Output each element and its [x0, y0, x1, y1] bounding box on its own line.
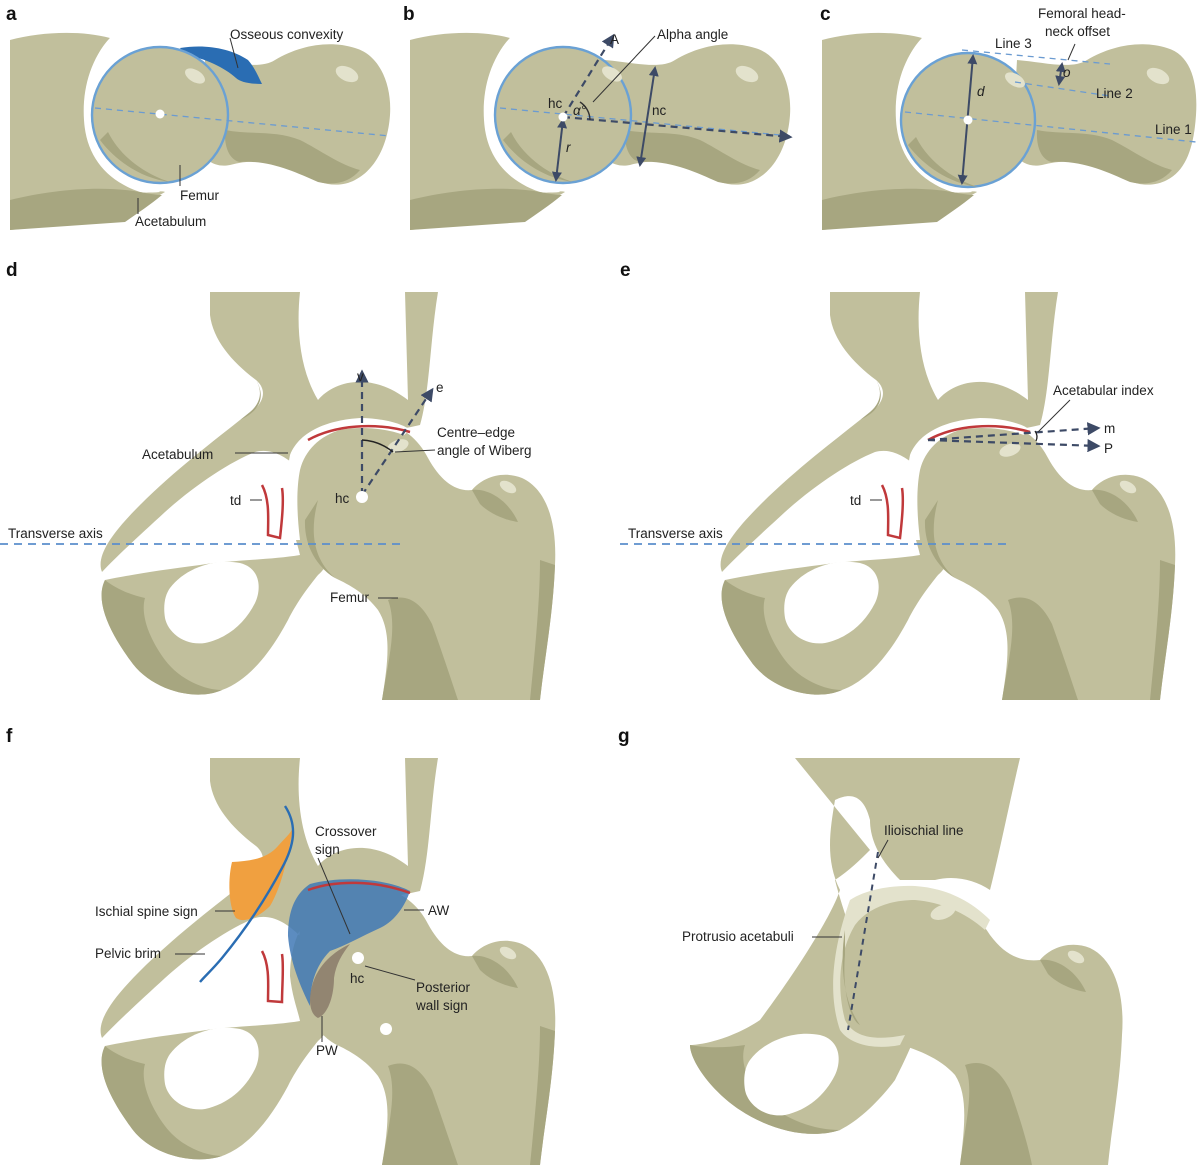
panel-f: f Crossover sign AW Ischial spine sign P… [6, 726, 556, 1165]
panel-g: g Ilioischial line Protrusio acetabuli [618, 726, 1123, 1165]
label-posterior-1: Posterior [416, 980, 471, 995]
label-alpha-angle: Alpha angle [657, 27, 728, 42]
label-line1: Line 1 [1155, 122, 1192, 137]
label-acetabular-index: Acetabular index [1053, 383, 1154, 398]
label-ce-1: Centre–edge [437, 425, 515, 440]
label-posterior-2: wall sign [415, 998, 468, 1013]
label-ilioischial: Ilioischial line [884, 823, 964, 838]
label-hc-b: hc [548, 96, 563, 111]
label-crossover-2: sign [315, 842, 340, 857]
panel-label-d: d [6, 260, 18, 281]
label-o: o [1063, 65, 1071, 80]
panel-e: e Acetabular index m P td Transverse axi… [620, 260, 1176, 700]
panel-label-e: e [620, 260, 631, 281]
label-acetabulum-d: Acetabulum [142, 447, 213, 462]
label-line2: Line 2 [1096, 86, 1133, 101]
label-femur-d: Femur [330, 590, 370, 605]
panel-label-a: a [6, 4, 17, 25]
label-acetabulum-a: Acetabulum [135, 214, 206, 229]
label-td-e: td [850, 493, 861, 508]
label-hc-f: hc [350, 971, 365, 986]
label-transverse-axis-e: Transverse axis [628, 526, 723, 541]
label-femur-a: Femur [180, 188, 220, 203]
label-P: P [1104, 441, 1113, 456]
panel-c: c Femoral head- neck offset Line 3 Line … [820, 4, 1197, 231]
label-r: r [566, 140, 571, 155]
label-e: e [436, 380, 444, 395]
label-alpha: α° [573, 103, 587, 118]
label-crossover-1: Crossover [315, 824, 377, 839]
panel-label-b: b [403, 4, 415, 25]
label-td-d: td [230, 493, 241, 508]
panel-d: d v e Acetabulum Centre–edge angle of Wi… [0, 260, 556, 700]
panel-label-f: f [6, 726, 13, 747]
label-AW: AW [428, 903, 450, 918]
label-v: v [357, 369, 364, 384]
label-ischial-spine: Ischial spine sign [95, 904, 198, 919]
label-hc-d: hc [335, 491, 350, 506]
label-ce-2: angle of Wiberg [437, 443, 532, 458]
label-transverse-axis-d: Transverse axis [8, 526, 103, 541]
label-m: m [1104, 421, 1115, 436]
label-osseous-convexity: Osseous convexity [230, 27, 344, 42]
panel-a: a Osseous convexity Femur Acetabulum [6, 4, 391, 231]
panel-label-c: c [820, 4, 831, 25]
label-protrusio: Protrusio acetabuli [682, 929, 794, 944]
panel-b: b A Alpha angle hc α° nc r [403, 4, 793, 231]
label-d: d [977, 84, 985, 99]
label-femoral-offset-2: neck offset [1045, 24, 1110, 39]
label-A: A [610, 32, 619, 47]
label-pelvic-brim: Pelvic brim [95, 946, 161, 961]
panel-label-g: g [618, 726, 630, 747]
label-nc: nc [652, 103, 667, 118]
label-line3: Line 3 [995, 36, 1032, 51]
label-femoral-offset-1: Femoral head- [1038, 6, 1126, 21]
label-PW: PW [316, 1043, 338, 1058]
